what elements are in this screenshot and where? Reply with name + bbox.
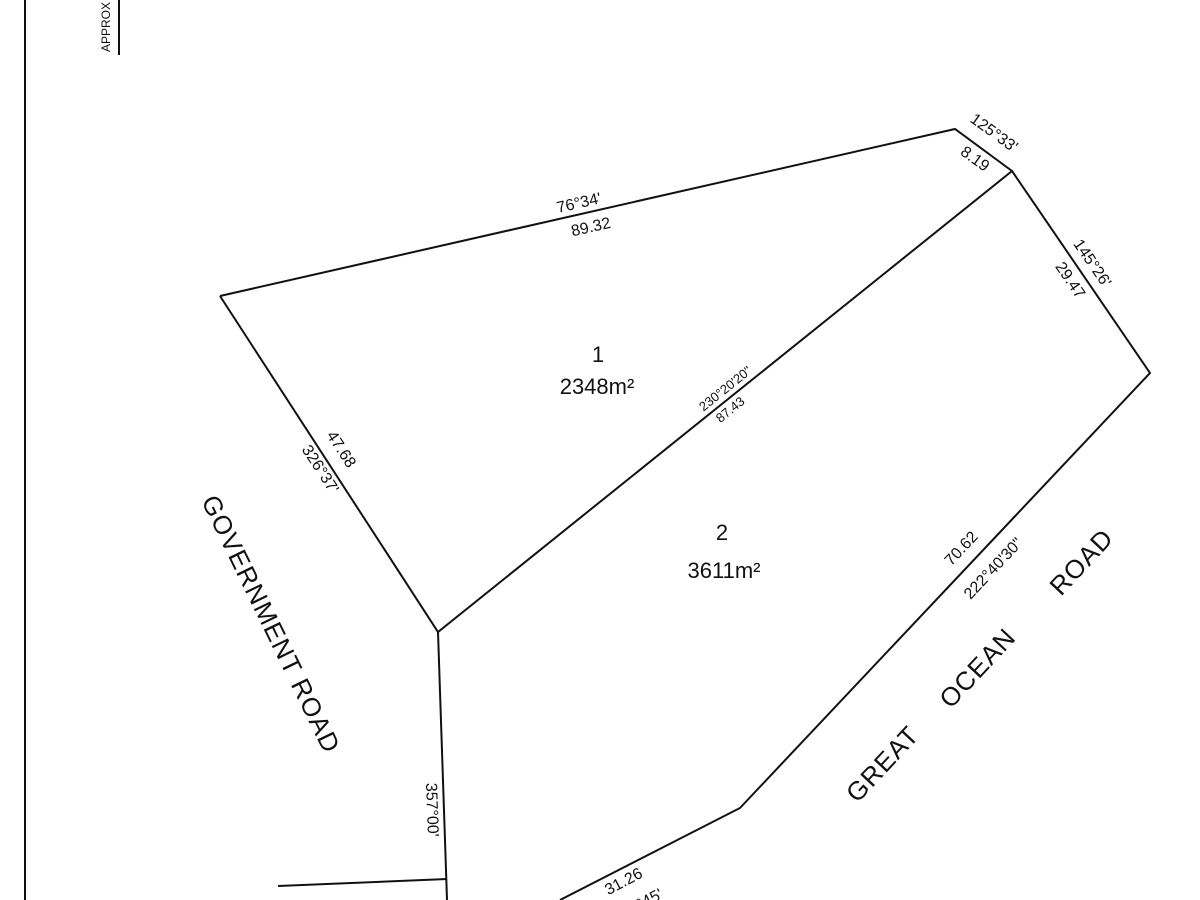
lot-1-number: 1 (592, 342, 604, 367)
north-east-distance: 8.19 (957, 143, 992, 175)
great-ocean-road-word-3: ROAD (1043, 523, 1119, 601)
lot-2-area: 3611m² (688, 558, 761, 583)
east-distance: 29.47 (1051, 259, 1088, 302)
great-ocean-road-word-1: GREAT (840, 720, 925, 808)
south-distance: 31.26 (602, 865, 645, 899)
south-west-bearing: 357°00' (422, 783, 441, 838)
south-bearing: 4°45' (626, 886, 666, 900)
adjoining-lot-line (277, 878, 448, 887)
north-distance: 89.32 (570, 215, 613, 240)
lot-1-area: 2348m² (560, 374, 635, 399)
government-road-label: GOVERNMENT ROAD (196, 490, 347, 758)
south-east-distance: 70.62 (942, 528, 982, 569)
great-ocean-road-word-2: OCEAN (933, 622, 1021, 714)
west-distance: 47.68 (323, 428, 359, 471)
north-bearing: 76°34' (555, 190, 603, 217)
margin-note: APPROX (99, 2, 113, 52)
lot-2-boundary (559, 170, 1152, 900)
western-boundary (437, 631, 448, 900)
lot-2-number: 2 (716, 520, 728, 545)
